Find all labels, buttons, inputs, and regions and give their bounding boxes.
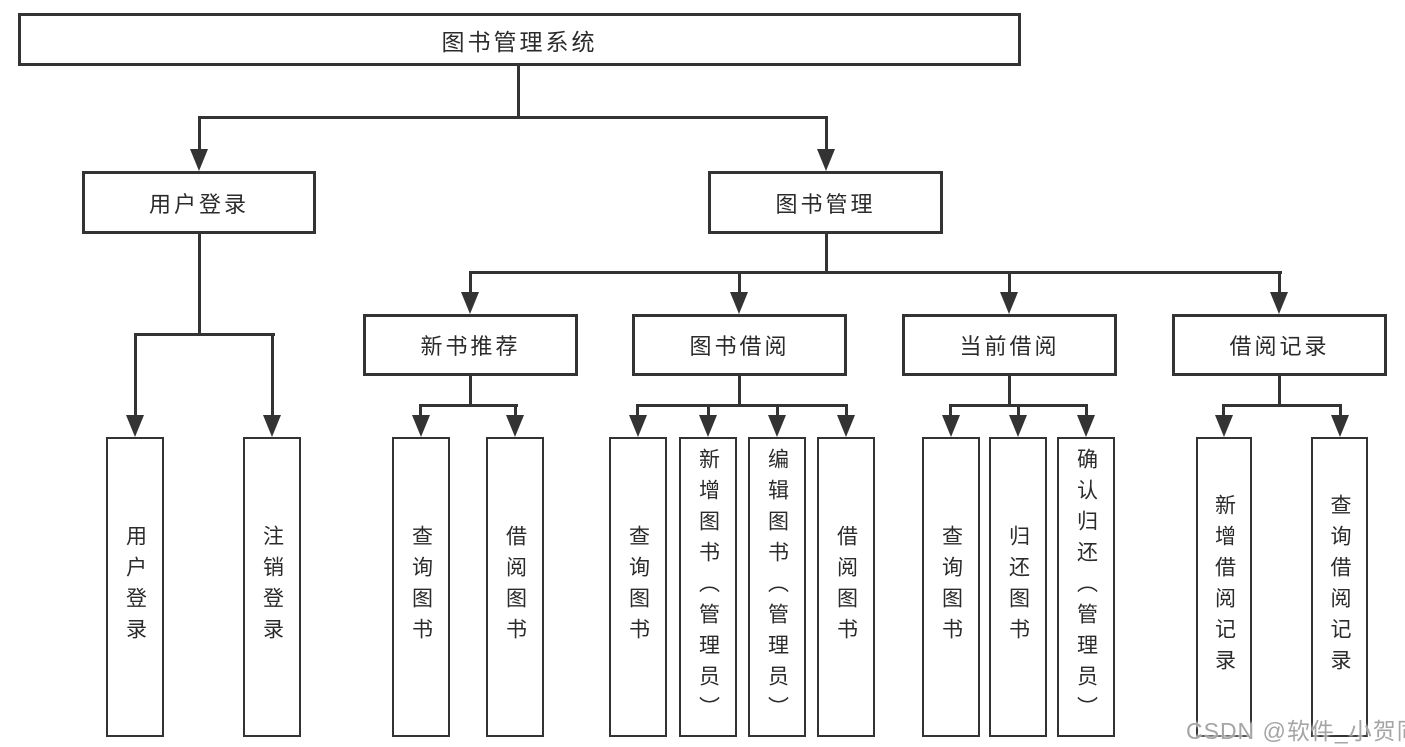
line <box>636 404 848 407</box>
arrowhead <box>942 415 960 437</box>
arrowhead <box>1215 415 1233 437</box>
leaf-query-books-current: 查询图书 <box>922 437 980 737</box>
arrowhead <box>1270 292 1288 314</box>
leaf-query-books-borrowing: 查询图书 <box>609 437 667 737</box>
arrowhead <box>1077 415 1095 437</box>
line <box>271 333 274 417</box>
line <box>949 404 952 417</box>
line <box>636 404 639 417</box>
arrowhead <box>699 415 717 437</box>
leaf-borrow-books-borrowing: 借阅图书 <box>817 437 875 737</box>
arrowhead <box>126 415 144 437</box>
line <box>776 404 779 417</box>
arrowhead <box>1009 415 1027 437</box>
line <box>1017 404 1020 417</box>
leaf-query-borrow-record: 查询借阅记录 <box>1311 437 1368 737</box>
line <box>1278 271 1281 294</box>
line <box>1085 404 1088 417</box>
node-borrowing-records: 借阅记录 <box>1172 314 1387 376</box>
node-book-borrowing: 图书借阅 <box>632 314 847 376</box>
leaf-query-books-recommend: 查询图书 <box>392 437 450 737</box>
line <box>1339 404 1342 417</box>
line <box>198 233 201 335</box>
watermark: CSDN @软件_小贺同学 <box>1186 718 1405 744</box>
line <box>419 404 518 407</box>
leaf-edit-books-admin: 编辑图书（管理员） <box>748 437 806 737</box>
line <box>1008 376 1011 406</box>
leaf-borrow-books-recommend: 借阅图书 <box>486 437 544 737</box>
arrowhead <box>461 292 479 314</box>
line <box>198 116 828 119</box>
leaf-confirm-return-admin: 确认归还（管理员） <box>1057 437 1115 737</box>
arrowhead <box>817 149 835 171</box>
line <box>738 376 741 406</box>
line <box>825 233 828 274</box>
line <box>738 271 741 294</box>
arrowhead <box>190 149 208 171</box>
line <box>198 116 201 150</box>
line <box>845 404 848 417</box>
arrowhead <box>768 415 786 437</box>
line <box>514 404 517 417</box>
line <box>469 376 472 406</box>
line <box>419 404 422 417</box>
line <box>134 333 137 417</box>
node-current-borrowing: 当前借阅 <box>902 314 1117 376</box>
arrowhead <box>730 292 748 314</box>
line <box>1222 404 1225 417</box>
line <box>707 404 710 417</box>
arrowhead <box>629 415 647 437</box>
line <box>469 271 472 294</box>
arrowhead <box>263 415 281 437</box>
line <box>1008 271 1011 294</box>
leaf-add-books-admin: 新增图书（管理员） <box>679 437 737 737</box>
leaf-add-borrow-record: 新增借阅记录 <box>1196 437 1252 737</box>
line <box>1278 376 1281 406</box>
line <box>1222 404 1342 407</box>
arrowhead <box>412 415 430 437</box>
arrowhead <box>837 415 855 437</box>
arrowhead <box>506 415 524 437</box>
node-root: 图书管理系统 <box>18 13 1021 66</box>
node-new-book-recommendation: 新书推荐 <box>363 314 578 376</box>
line <box>469 271 1282 274</box>
leaf-user-login: 用户登录 <box>106 437 164 737</box>
line <box>134 333 275 336</box>
leaf-logout: 注销登录 <box>243 437 301 737</box>
arrowhead <box>1000 292 1018 314</box>
line <box>517 65 520 118</box>
node-book-management: 图书管理 <box>708 171 943 234</box>
leaf-return-books: 归还图书 <box>989 437 1047 737</box>
node-user-login: 用户登录 <box>82 171 316 234</box>
arrowhead <box>1331 415 1349 437</box>
line <box>825 116 828 150</box>
